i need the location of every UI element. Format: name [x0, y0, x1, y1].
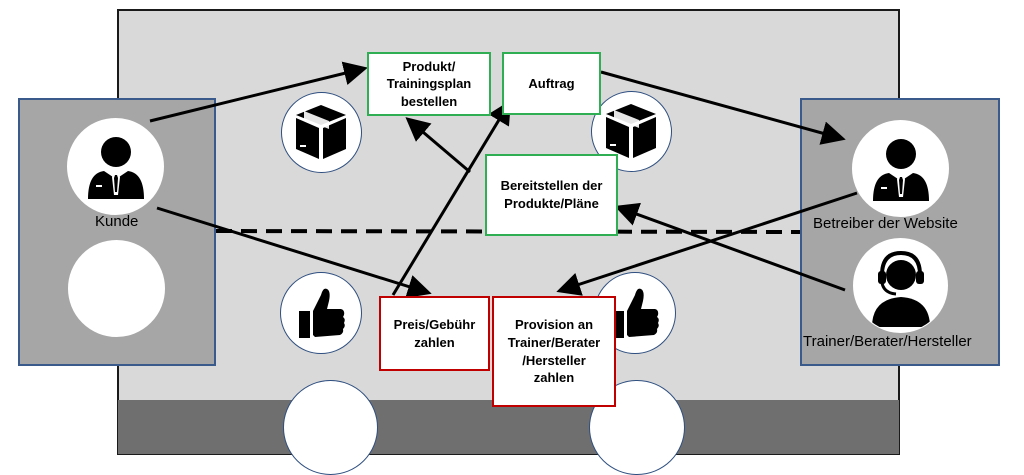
supplier-label: Trainer/Berater/Hersteller — [803, 333, 972, 350]
operator-avatar — [852, 120, 949, 217]
customer-empty-circle — [68, 240, 165, 337]
supplier-avatar — [853, 238, 948, 333]
box-provide-products: Bereitstellen der Produkte/Pläne — [485, 154, 618, 236]
thumbs-up-icon — [613, 288, 659, 338]
operator-label: Betreiber der Website — [813, 215, 958, 232]
box-order-product: Produkt/ Trainingsplan bestellen — [367, 52, 491, 116]
thumbs-up-circle-left — [280, 272, 362, 354]
thumbs-up-icon — [299, 288, 345, 338]
customer-avatar — [67, 118, 164, 215]
businessman-icon — [873, 139, 929, 201]
box-pay-fee: Preis/Gebühr zahlen — [379, 296, 490, 371]
customer-label: Kunde — [95, 213, 139, 230]
package-box-icon — [296, 105, 346, 159]
businessman-icon — [88, 137, 144, 199]
box-pay-commission: Provision an Trainer/Berater /Hersteller… — [492, 296, 616, 407]
headset-agent-icon — [872, 250, 930, 327]
package-circle-left — [281, 92, 362, 173]
box-order: Auftrag — [502, 52, 601, 115]
platform-bottom-strip — [118, 400, 899, 454]
empty-circle-bottom-left — [283, 380, 378, 475]
